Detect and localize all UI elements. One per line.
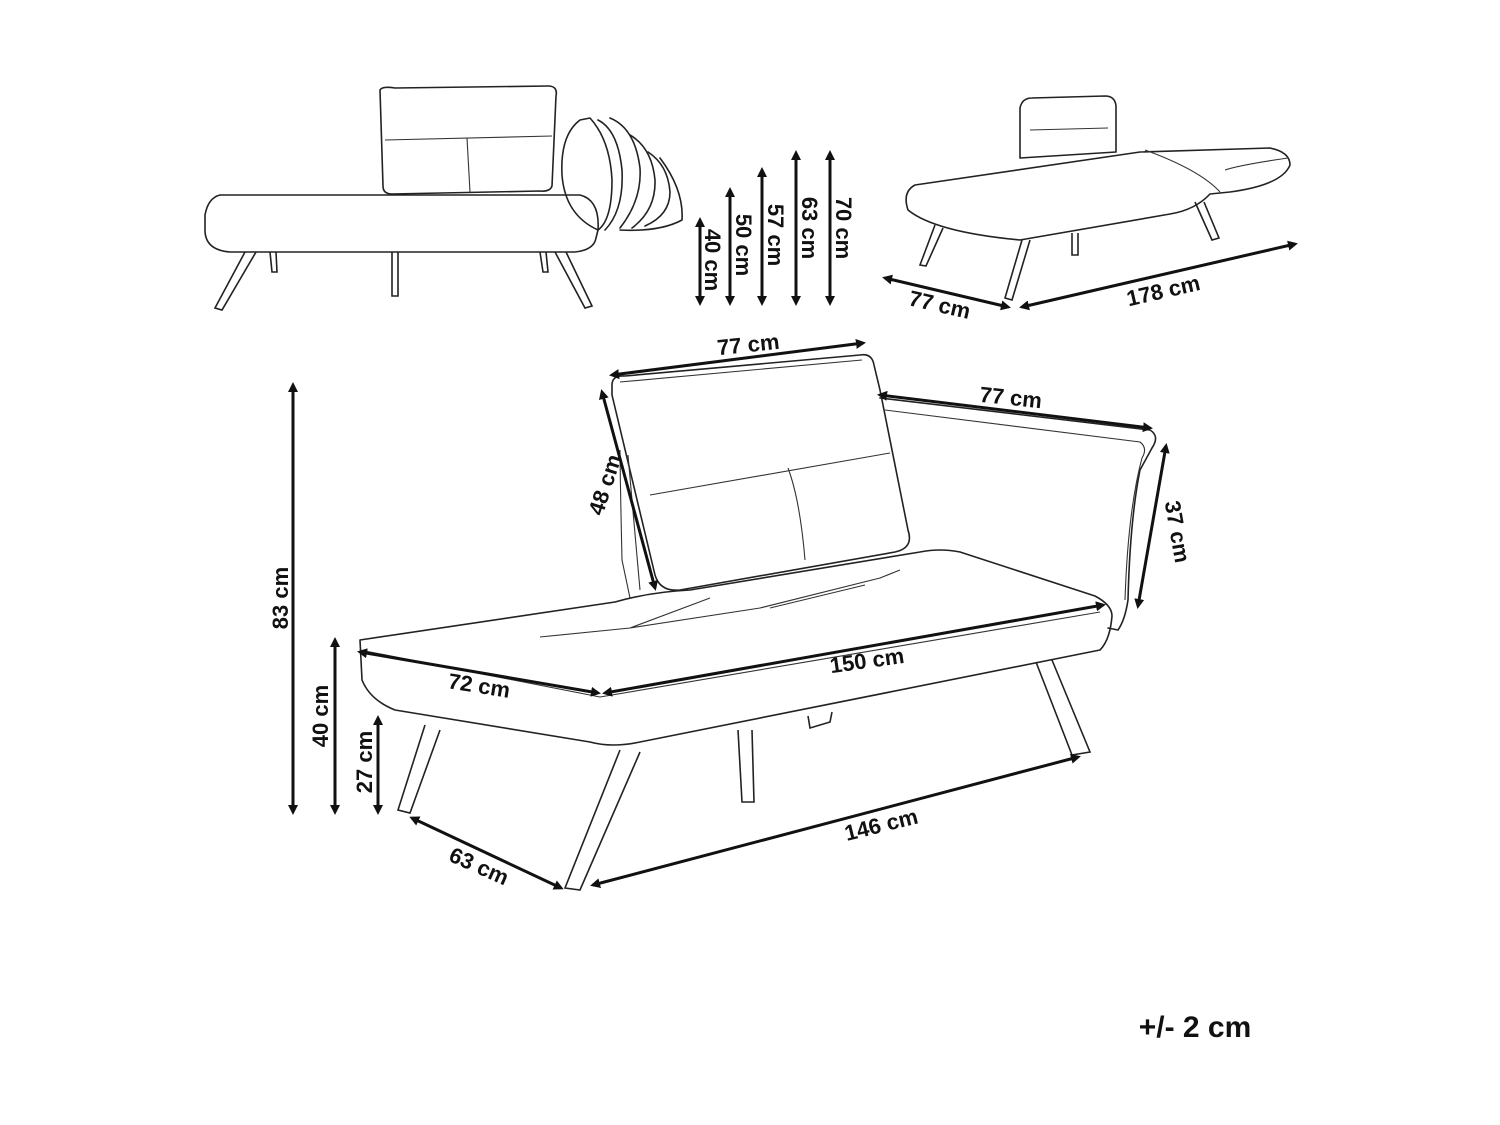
label-flat-depth: 77 cm (906, 285, 972, 323)
cushion-height-arrow (599, 389, 658, 591)
label-armrest-height: 37 cm (1160, 499, 1195, 565)
label-total-height: 83 cm (268, 567, 293, 629)
leg-span-length-arrow (590, 753, 1081, 889)
label-flat-length: 178 cm (1124, 270, 1202, 311)
label-57cm: 57 cm (763, 204, 788, 266)
flat-length-arrow (1019, 240, 1298, 311)
label-63cm: 63 cm (797, 197, 822, 259)
leg-span-depth-arrow (409, 816, 564, 890)
flat-view-dimensions: 77 cm 178 cm (882, 240, 1298, 324)
label-seat-depth: 72 cm (446, 668, 512, 702)
height-arrows-group: 40 cm 50 cm 57 cm 63 cm 70 cm (695, 150, 856, 306)
label-70cm: 70 cm (831, 197, 856, 259)
label-leg-height: 27 cm (352, 731, 377, 793)
label-40cm: 40 cm (700, 229, 725, 291)
label-seat-length: 150 cm (828, 643, 905, 678)
cushion-width-arrow (609, 338, 866, 380)
seat-depth-arrow (357, 648, 601, 697)
armrest-length-arrow (877, 390, 1153, 433)
main-view-drawing (359, 353, 1157, 891)
label-seat-height: 40 cm (308, 685, 333, 747)
tolerance-note: +/- 2 cm (1139, 1011, 1252, 1044)
flat-depth-arrow (882, 274, 1011, 311)
label-50cm: 50 cm (731, 214, 756, 276)
armrest-height-arrow (1134, 443, 1170, 609)
main-view-dimensions: 77 cm 77 cm 48 cm 37 cm 72 cm 150 cm 83 … (268, 329, 1195, 890)
side-view-drawing (204, 85, 683, 311)
flat-view-drawing (905, 95, 1291, 301)
seat-length-arrow (602, 601, 1106, 697)
